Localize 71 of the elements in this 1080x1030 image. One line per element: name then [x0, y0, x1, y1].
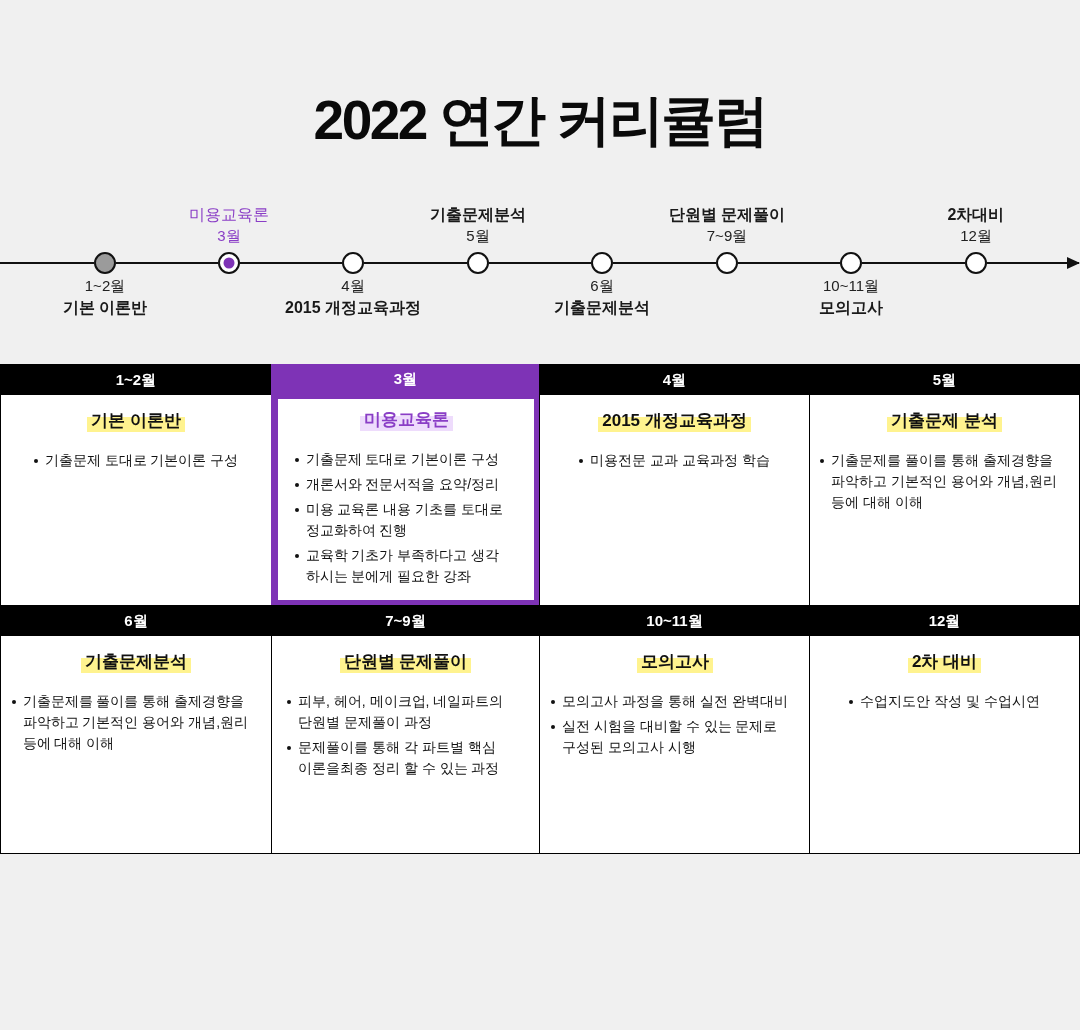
timeline-line	[363, 262, 468, 264]
curriculum-cell	[809, 364, 1080, 606]
curriculum-cell	[271, 364, 540, 606]
timeline-dot	[716, 252, 738, 274]
curriculum-cell	[0, 364, 272, 606]
course-label: 단원별 문제풀이	[668, 205, 786, 225]
bullet-text: 실전 시험을 대비할 수 있는 문제로 구성된 모의고사 시행	[562, 717, 779, 757]
course-label: 기본 이론반	[62, 298, 148, 318]
timeline-dot	[591, 252, 613, 274]
bullet-text: 문제풀이를 통해 각 파트별 핵심 이론을최종 정리 할 수 있는 과정	[298, 738, 501, 778]
timeline-line	[239, 262, 343, 264]
month-header: 4월	[540, 365, 809, 395]
month-label: 10~11월	[823, 276, 879, 296]
timeline-dot	[840, 252, 862, 274]
bullet-text: 모의고사 과정을 통해 실전 완벽대비	[562, 692, 788, 711]
timeline-dot	[342, 252, 364, 274]
bullet-text: 기출문제를 풀이를 통해 출제경향을 파악하고 기본적인 용어와 개념,원리 등에 대해 이해	[831, 451, 1058, 512]
bullet-text: 미용 교육론 내용 기초를 토대로 정교화하여 진행	[305, 500, 505, 540]
course-title: 기출문제 분석	[887, 410, 1002, 432]
month-label: 12월	[960, 226, 992, 246]
bullet-text: 미용전문 교과 교육과정 학습	[590, 451, 770, 470]
month-header: 10~11월	[540, 606, 809, 636]
course-title: 2차 대비	[907, 651, 982, 673]
month-header: 12월	[810, 606, 1079, 636]
timeline-dot	[965, 252, 987, 274]
curriculum-cell	[271, 605, 540, 854]
timeline-line	[488, 262, 592, 264]
month-label: 1~2월	[84, 276, 126, 296]
timeline-line	[115, 262, 219, 264]
course-title: 2015 개정교육과정	[598, 410, 751, 432]
page-title: 2022 연간 커리큘럼	[313, 88, 767, 152]
month-label: 4월	[341, 276, 365, 296]
timeline-line	[861, 262, 966, 264]
month-label: 6월	[590, 276, 614, 296]
timeline-line	[0, 262, 95, 264]
timeline-dot	[94, 252, 116, 274]
month-header: 7~9월	[272, 606, 539, 636]
bullet-text: 피부, 헤어, 메이크업, 네일파트의 단원별 문제풀이 과정	[298, 692, 505, 732]
course-title: 기출문제분석	[81, 651, 191, 673]
month-header: 1~2월	[1, 365, 271, 395]
curriculum-cell	[0, 605, 272, 854]
timeline-dot	[467, 252, 489, 274]
bullet-text: 기출문제를 풀이를 통해 출제경향을 파악하고 기본적인 용어와 개념,원리 등에 대해 이해	[22, 692, 250, 753]
bullet-text: 교육학 기초가 부족하다고 생각 하시는 분에게 필요한 강좌	[305, 546, 501, 586]
bullet-text: 기출문제 토대로 기본이론 구성	[44, 451, 239, 470]
month-header: 6월	[1, 606, 271, 636]
month-header: 5월	[810, 365, 1079, 395]
timeline-line	[737, 262, 841, 264]
course-title: 단원별 문제풀이	[339, 651, 472, 673]
curriculum-cell	[539, 605, 810, 854]
month-label: 3월	[393, 370, 418, 387]
course-title: 모의고사	[636, 651, 713, 673]
course-title: 미용교육론	[359, 409, 453, 431]
curriculum-cell	[809, 605, 1080, 854]
timeline-dot	[218, 252, 240, 274]
month-label: 3월	[217, 226, 241, 246]
timeline-line	[612, 262, 717, 264]
course-label: 2015 개정교육과정	[285, 298, 421, 318]
curriculum-cell	[539, 364, 810, 606]
course-label: 2차대비	[947, 205, 1005, 225]
course-label: 기출문제분석	[554, 298, 650, 318]
course-label: 기출문제분석	[430, 205, 526, 225]
course-title: 기본 이론반	[87, 410, 185, 432]
bullet-text: 수업지도안 작성 및 수업시연	[860, 692, 1040, 711]
bullet-text: 기출문제 토대로 기본이론 구성	[305, 450, 500, 469]
month-label: 7~9월	[706, 226, 748, 246]
course-label: 미용교육론	[189, 205, 269, 225]
course-label: 모의고사	[819, 298, 883, 318]
month-label: 5월	[466, 226, 490, 246]
bullet-text: 개론서와 전문서적을 요약/정리	[305, 475, 500, 494]
timeline-arrow	[986, 257, 1080, 269]
